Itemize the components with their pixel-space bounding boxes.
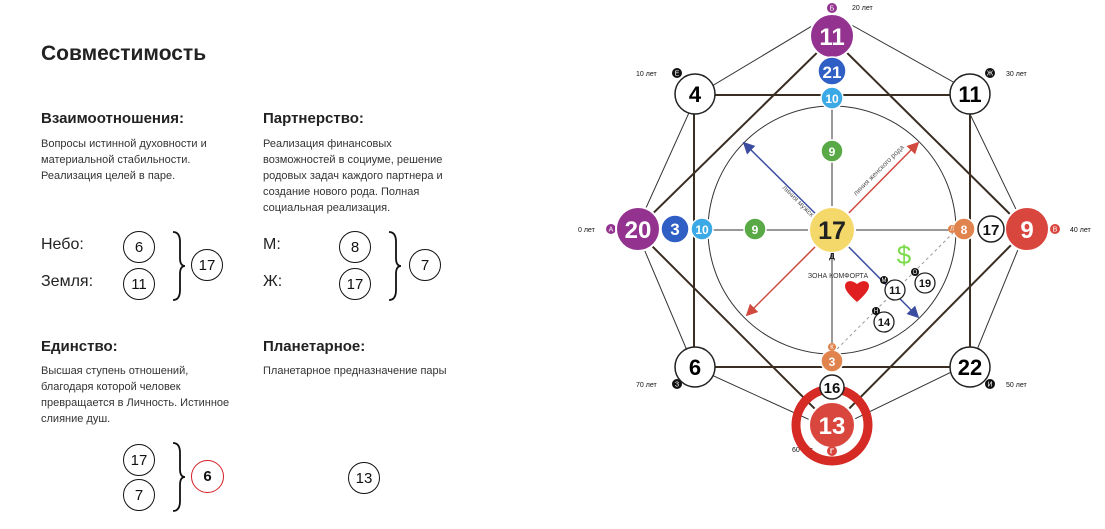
heart-icon xyxy=(845,281,869,302)
age-0: 0 лет xyxy=(578,227,596,234)
age-30: 30 лет xyxy=(1006,71,1027,78)
relationships-total: 17 xyxy=(191,249,223,281)
partnership-brace xyxy=(388,231,402,301)
age-40: 40 лет xyxy=(1070,227,1091,234)
letter-l: Л xyxy=(950,227,954,233)
inner-top-2: 10 xyxy=(825,92,839,106)
unity-value-1: 17 xyxy=(123,444,155,476)
unity-value-2: 7 xyxy=(123,479,155,511)
inner-bottom-2: 16 xyxy=(824,380,841,397)
inner-right-1: 8 xyxy=(961,223,968,237)
letter-g: Г xyxy=(830,449,834,456)
letter-o: О xyxy=(913,270,918,276)
relationships-description: Вопросы истинной духовности и материальн… xyxy=(41,138,207,182)
partnership-total: 7 xyxy=(409,249,441,281)
letter-e-top: Е xyxy=(675,71,680,78)
letter-a: А xyxy=(609,227,614,234)
page-title: Совместимость xyxy=(41,42,207,65)
sky-label: Небо: xyxy=(41,236,84,253)
letter-m: М xyxy=(882,278,887,284)
unity-title: Единство: xyxy=(41,338,118,355)
letter-i: И xyxy=(987,382,992,389)
center-letter: Д xyxy=(829,252,835,261)
male-label: М: xyxy=(263,236,281,253)
planetary-value: 13 xyxy=(348,462,380,494)
planetary-title: Планетарное: xyxy=(263,338,366,355)
female-value: 17 xyxy=(339,268,371,300)
outer-bottom-left: 6 xyxy=(689,355,701,380)
letter-zh: Ж xyxy=(987,71,994,78)
comfort-zone-label: ЗОНА КОМФОРТА xyxy=(808,273,869,280)
inner-left-1: 3 xyxy=(670,220,679,239)
letter-k: К xyxy=(830,345,834,351)
unity-description: Высшая ступень отношений, благодаря кото… xyxy=(41,365,230,425)
outer-bottom-right: 22 xyxy=(958,355,982,380)
letter-v: В xyxy=(1053,227,1058,234)
relationships-title: Взаимоотношения: xyxy=(41,110,184,127)
outer-left: 20 xyxy=(625,217,652,244)
letter-b: Б xyxy=(830,6,835,13)
outer-bottom: 13 xyxy=(819,413,846,440)
unity-brace xyxy=(172,442,186,512)
money-line-c: 14 xyxy=(878,317,891,329)
age-50: 50 лет xyxy=(1006,382,1027,389)
inner-bottom-1: 3 xyxy=(829,355,836,369)
age-20: 20 лет xyxy=(852,5,873,12)
inner-top-3: 9 xyxy=(829,145,836,159)
money-line-a: 11 xyxy=(889,285,901,297)
letter-z: З xyxy=(675,382,679,389)
sky-value: 6 xyxy=(123,231,155,263)
partnership-description: Реализация финансовых возможностей в соц… xyxy=(263,138,443,214)
relationships-brace xyxy=(172,231,186,301)
unity-total: 6 xyxy=(191,460,224,493)
earth-value: 11 xyxy=(123,268,155,300)
outer-top-left: 4 xyxy=(689,82,702,107)
dollar-icon: $ xyxy=(897,240,912,270)
age-70: 70 лет xyxy=(636,382,657,389)
inner-left-3: 9 xyxy=(752,223,759,237)
partnership-title: Партнерство: xyxy=(263,110,364,127)
outer-top: 11 xyxy=(819,24,844,51)
letter-n: Н xyxy=(874,309,878,315)
age-10: 10 лет xyxy=(636,71,657,78)
money-line-b: 19 xyxy=(919,278,931,290)
inner-top-1: 21 xyxy=(823,63,842,82)
earth-label: Земля: xyxy=(41,273,94,290)
center-value: 17 xyxy=(818,217,846,245)
planetary-description: Планетарное предназначение пары xyxy=(263,365,447,377)
compatibility-matrix: линия мужского рода линия женского рода … xyxy=(578,3,1091,466)
female-label: Ж: xyxy=(263,273,283,290)
male-value: 8 xyxy=(339,231,371,263)
outer-top-right: 11 xyxy=(958,82,981,107)
female-line-label: линия женского рода xyxy=(852,144,905,197)
outer-right: 9 xyxy=(1020,217,1033,244)
inner-left-2: 10 xyxy=(695,223,709,237)
inner-right-2: 17 xyxy=(983,222,1000,239)
